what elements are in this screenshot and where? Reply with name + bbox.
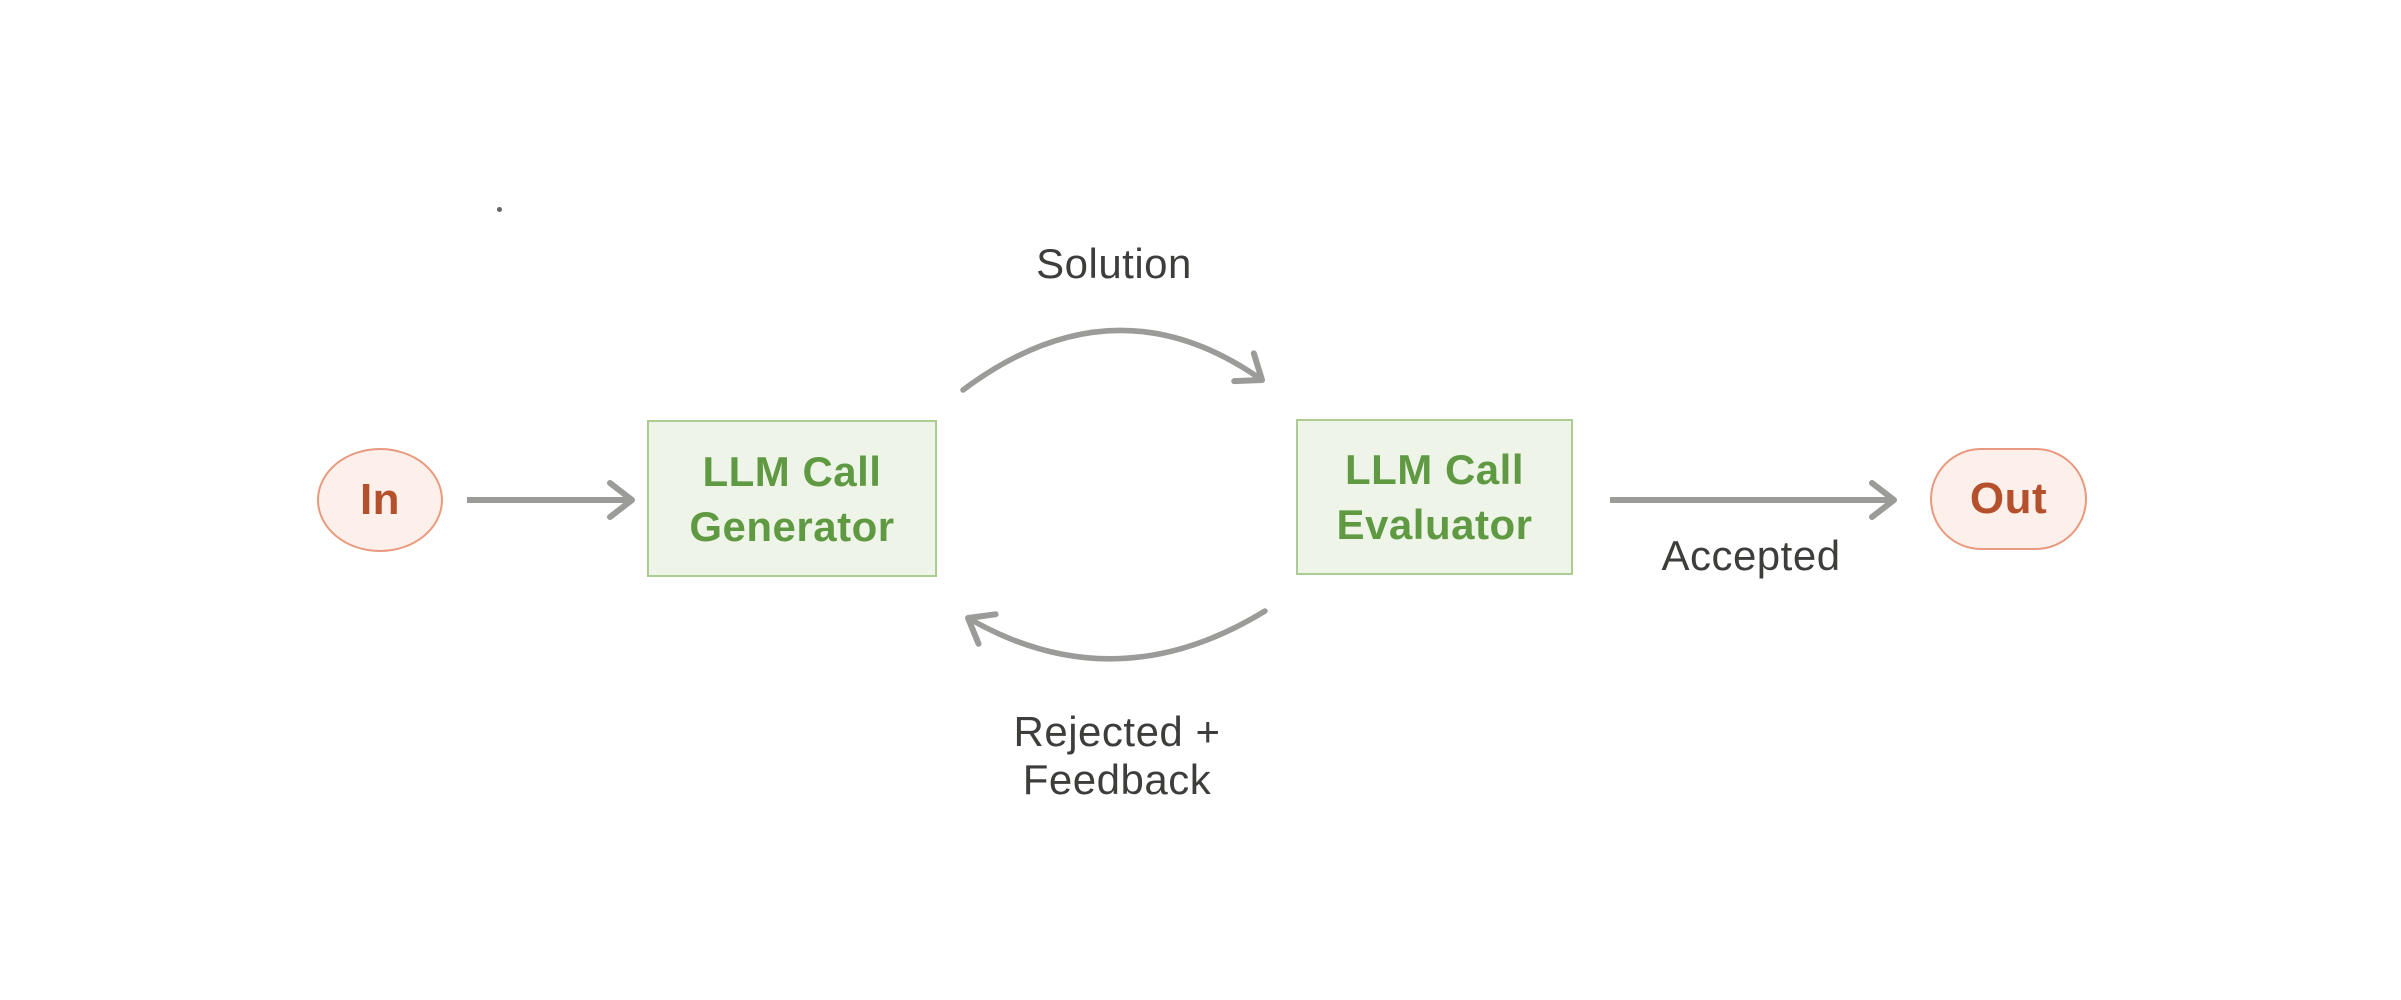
in-node: In <box>317 448 443 552</box>
generator-node: LLM Call Generator <box>647 420 937 577</box>
solution-curve-arrow <box>960 327 1265 393</box>
solution-edge-label: Solution <box>1036 240 1192 287</box>
feedback-curve-arrow <box>965 608 1268 662</box>
stray-dot-artifact <box>497 207 502 212</box>
in-node-label: In <box>359 475 401 524</box>
evaluator-node-label: LLM Call Evaluator <box>1336 446 1533 548</box>
evaluator-node: LLM Call Evaluator <box>1296 419 1573 575</box>
generator-node-label: LLM Call Generator <box>689 447 895 550</box>
out-node: Out <box>1930 448 2087 550</box>
out-node-label: Out <box>1969 474 2048 523</box>
accepted-edge-label: Accepted <box>1661 532 1841 579</box>
rejected-feedback-edge-label: Rejected + Feedback <box>1013 708 1221 803</box>
